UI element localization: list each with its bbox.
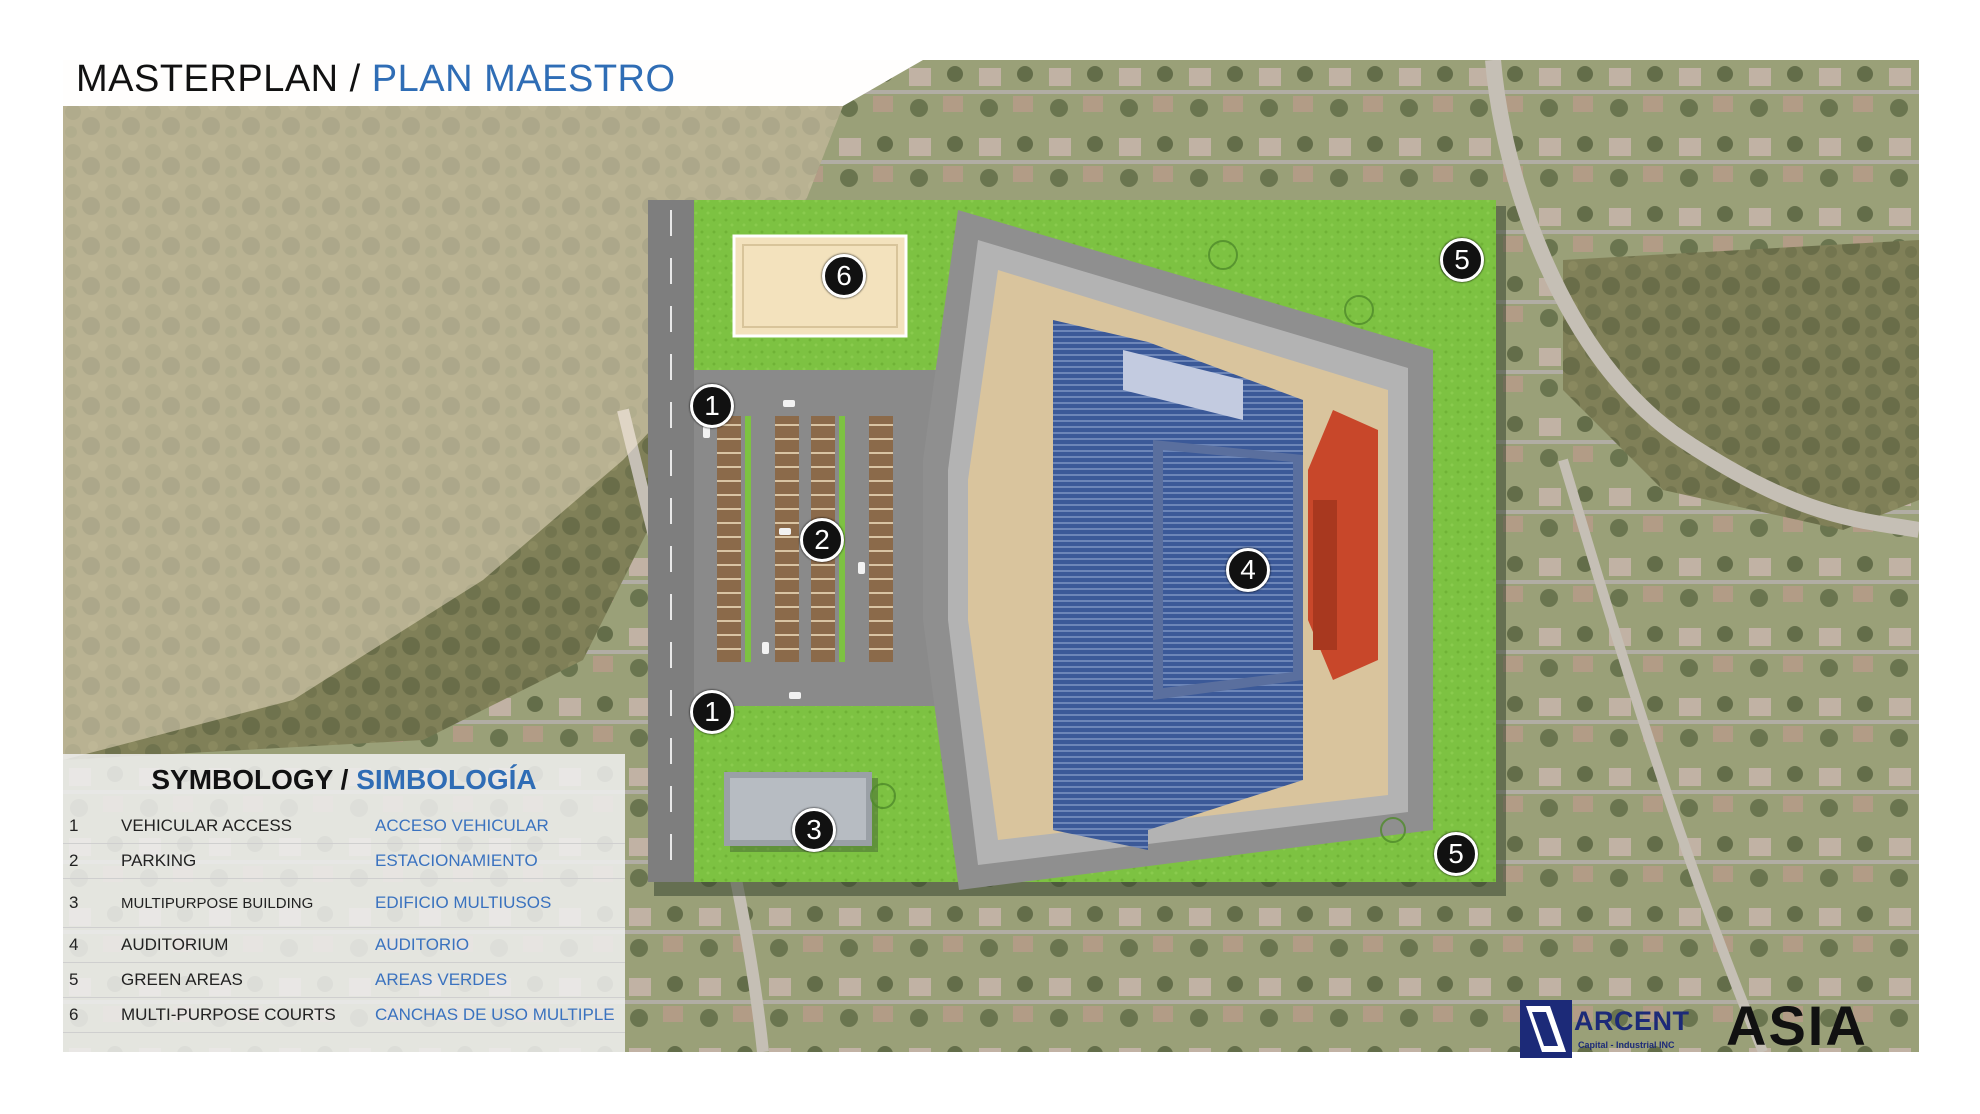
legend-row: 5 GREEN AREAS AREAS VERDES xyxy=(63,962,625,998)
legend-row: 3 MULTIPURPOSE BUILDING EDIFICIO MULTIUS… xyxy=(63,878,625,928)
legend-label-english: GREEN AREAS xyxy=(121,962,375,998)
legend-number: 6 xyxy=(63,997,121,1033)
legend-title: SYMBOLOGY / SIMBOLOGÍA xyxy=(63,764,625,796)
title-spanish: PLAN MAESTRO xyxy=(371,58,676,100)
legend-row: 1 VEHICULAR ACCESS ACCESO VEHICULAR xyxy=(63,809,625,844)
arcent-mark-icon xyxy=(1520,1000,1572,1058)
arcent-subtitle: Capital - Industrial INC xyxy=(1578,1040,1675,1050)
legend-label-spanish: EDIFICIO MULTIUSOS xyxy=(375,878,625,928)
arcent-name: ARCENT xyxy=(1574,1006,1690,1036)
logo-area: ARCENT Capital - Industrial INC ASIA xyxy=(1520,996,1920,1062)
legend-label-spanish: AUDITORIO xyxy=(375,927,625,963)
legend-row: 4 AUDITORIUM AUDITORIO xyxy=(63,927,625,963)
legend-label-english: AUDITORIUM xyxy=(121,927,375,963)
legend-row: 2 PARKING ESTACIONAMIENTO xyxy=(63,843,625,879)
legend-label-spanish: CANCHAS DE USO MULTIPLE xyxy=(375,997,625,1033)
legend-number: 5 xyxy=(63,962,121,998)
legend-label-spanish: ESTACIONAMIENTO xyxy=(375,843,625,879)
asia-logo: ASIA xyxy=(1726,994,1868,1057)
legend-number: 2 xyxy=(63,843,121,879)
legend-number: 4 xyxy=(63,927,121,963)
legend-label-english: MULTIPURPOSE BUILDING xyxy=(121,878,375,928)
legend-label-spanish: ACCESO VEHICULAR xyxy=(375,809,625,844)
legend-table: 1 VEHICULAR ACCESS ACCESO VEHICULAR 2 PA… xyxy=(63,809,625,1033)
legend-label-english: PARKING xyxy=(121,843,375,879)
legend-number: 1 xyxy=(63,809,121,844)
legend-title-english: SYMBOLOGY / xyxy=(151,764,349,795)
legend-label-spanish: AREAS VERDES xyxy=(375,962,625,998)
legend-title-spanish: SIMBOLOGÍA xyxy=(356,764,537,795)
legend-number: 3 xyxy=(63,878,121,928)
title-english: MASTERPLAN / xyxy=(76,58,361,100)
symbology-legend: SYMBOLOGY / SIMBOLOGÍA 1 VEHICULAR ACCES… xyxy=(63,754,625,1052)
arcent-logo: ARCENT Capital - Industrial INC xyxy=(1520,1000,1710,1058)
page-title: MASTERPLAN / PLAN MAESTRO xyxy=(76,58,676,101)
legend-label-english: MULTI-PURPOSE COURTS xyxy=(121,997,375,1033)
legend-row: 6 MULTI-PURPOSE COURTS CANCHAS DE USO MU… xyxy=(63,997,625,1033)
legend-label-english: VEHICULAR ACCESS xyxy=(121,809,375,844)
